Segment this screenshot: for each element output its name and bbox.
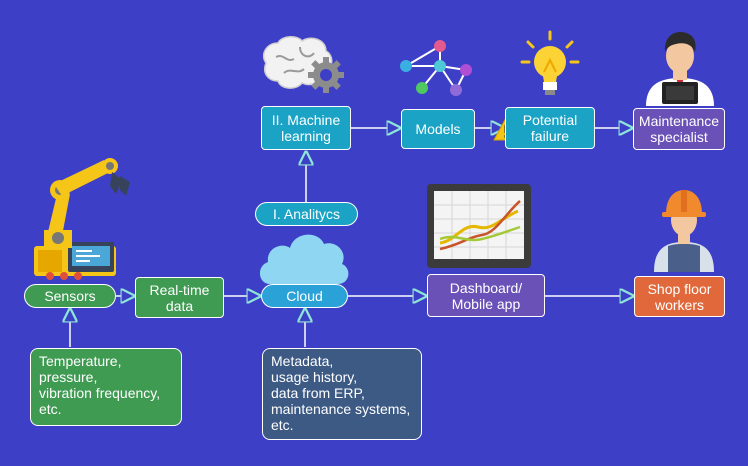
shop-floor-node: Shop floor workers — [634, 276, 725, 317]
brain-gear-icon — [262, 36, 344, 93]
potential-failure-node: Potential failure — [505, 107, 595, 149]
robot-arm-icon — [34, 158, 130, 280]
network-icon — [400, 40, 472, 96]
realtime-data-node: Real-time data — [135, 277, 224, 318]
analytics-node: I. Analitycs — [255, 202, 358, 226]
maintenance-specialist-icon — [646, 32, 714, 106]
machine-learning-node: II. Machine learning — [261, 106, 351, 150]
cloud-node: Cloud — [261, 284, 348, 308]
dashboard-chart-icon — [427, 184, 531, 268]
dashboard-node: Dashboard/ Mobile app — [427, 274, 545, 317]
lightbulb-icon — [520, 30, 580, 95]
sensors-node: Sensors — [24, 284, 116, 308]
sensor-types-box: Temperature, pressure, vibration frequen… — [30, 348, 182, 426]
cloud-icon — [259, 234, 349, 284]
models-node: Models — [401, 109, 475, 149]
metadata-box: Metadata, usage history, data from ERP, … — [262, 348, 422, 440]
worker-icon — [654, 190, 714, 272]
maintenance-specialist-node: Maintenance specialist — [633, 108, 725, 150]
